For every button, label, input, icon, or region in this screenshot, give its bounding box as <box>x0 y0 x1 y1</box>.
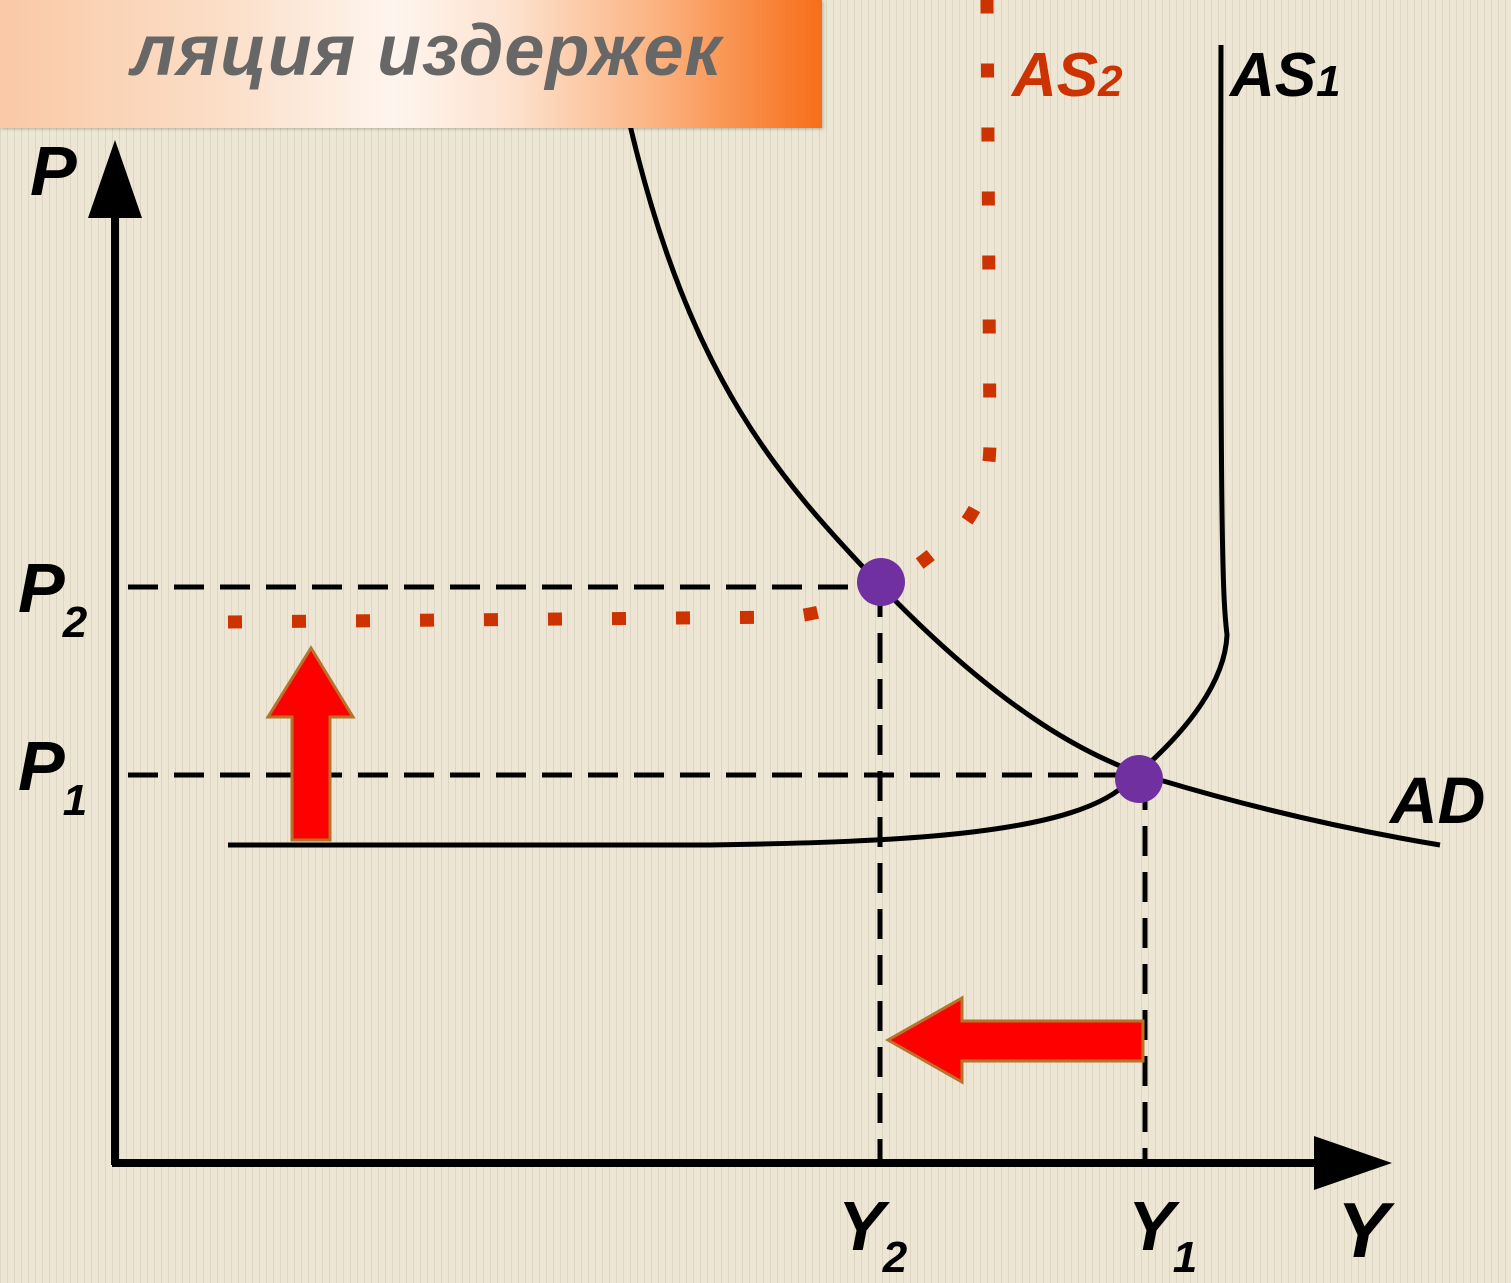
up-arrow-icon <box>265 645 356 842</box>
ad-curve <box>627 124 1441 848</box>
as2-label: AS2 <box>1010 41 1123 110</box>
y1-label: Y1 <box>1128 1187 1197 1282</box>
y2-label: Y2 <box>838 1187 908 1282</box>
equilibrium-point-2 <box>857 558 905 606</box>
y-axis-arrowhead-icon <box>88 140 142 218</box>
as1-label: AS1 <box>1228 41 1341 110</box>
as1-curve <box>228 44 1230 848</box>
x-axis-label: Y <box>1337 1186 1395 1274</box>
title-banner: ляция издержек <box>0 0 822 128</box>
equilibrium-point-1 <box>1115 755 1163 803</box>
x-axis-arrowhead-icon <box>1314 1136 1392 1190</box>
ad-label: AD <box>1388 763 1485 837</box>
p2-label: P2 <box>18 549 88 647</box>
page-title: ляция издержек <box>131 11 722 91</box>
left-arrow-icon <box>884 995 1145 1085</box>
y-axis-label: P <box>30 132 77 210</box>
p1-label: P1 <box>18 727 87 825</box>
